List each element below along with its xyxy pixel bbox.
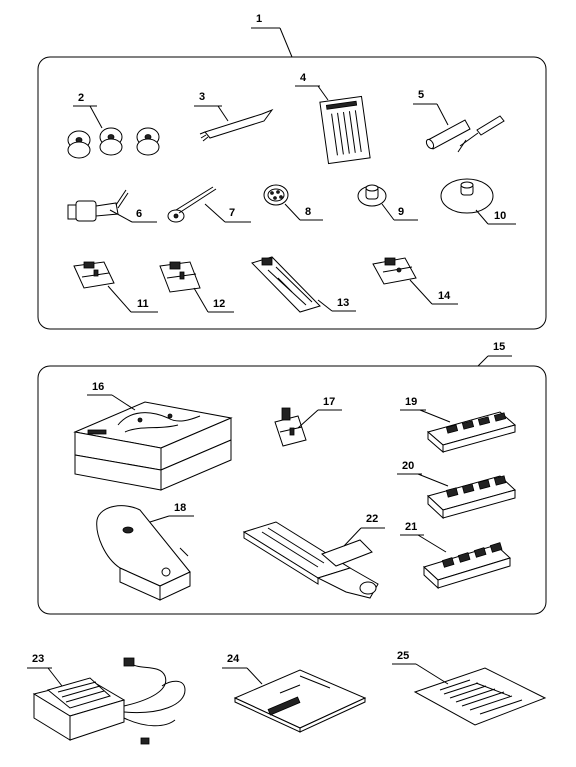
foot-control-icon	[32, 657, 186, 745]
label-17: 17	[323, 396, 335, 408]
cam-cartridge-icon	[426, 411, 517, 454]
oiler-screwdriver-icon	[425, 115, 505, 153]
brush-icon	[199, 108, 274, 142]
label-21: 21	[405, 521, 417, 533]
label-24: 24	[227, 653, 240, 665]
label-8: 8	[305, 206, 311, 218]
label-3: 3	[199, 91, 205, 103]
zipper-foot-icon	[372, 257, 417, 285]
label-18: 18	[174, 502, 186, 514]
label-25: 25	[397, 650, 409, 662]
accessory-box-icon	[73, 401, 233, 491]
cam-cartridge-icon	[423, 542, 511, 590]
sheet-icon	[413, 667, 547, 726]
manual-icon	[233, 669, 367, 733]
label-14: 14	[438, 290, 451, 302]
label-2: 2	[78, 92, 84, 104]
label-19: 19	[405, 396, 417, 408]
disc-icon	[440, 178, 494, 214]
spool-pin-icon	[167, 186, 217, 223]
spool-cap-icon	[263, 184, 289, 206]
presser-foot-icon	[274, 407, 307, 447]
label-16: 16	[92, 381, 104, 393]
label-5: 5	[418, 89, 424, 101]
label-15: 15	[493, 341, 505, 353]
label-22: 22	[366, 513, 378, 525]
label-13: 13	[337, 297, 349, 309]
extension-table-icon	[96, 505, 191, 601]
buttonholer-icon	[242, 521, 379, 599]
presser-foot-icon	[159, 261, 201, 293]
group-15-panel	[37, 365, 547, 615]
label-6: 6	[136, 208, 142, 220]
label-1: 1	[256, 13, 262, 25]
label-11: 11	[137, 298, 149, 310]
label-9: 9	[398, 206, 404, 218]
presser-foot-icon	[73, 261, 115, 289]
buttonhole-foot-icon	[251, 256, 321, 313]
label-10: 10	[494, 210, 506, 222]
label-4: 4	[300, 72, 307, 84]
bobbins-icon	[67, 127, 160, 159]
felt-cap-icon	[357, 184, 387, 207]
label-23: 23	[32, 653, 44, 665]
needle-pack-icon	[319, 95, 371, 165]
label-20: 20	[402, 460, 414, 472]
spool-holder-icon	[67, 189, 129, 222]
cam-cartridge-icon	[427, 475, 516, 520]
label-12: 12	[213, 298, 225, 310]
label-7: 7	[229, 207, 235, 219]
